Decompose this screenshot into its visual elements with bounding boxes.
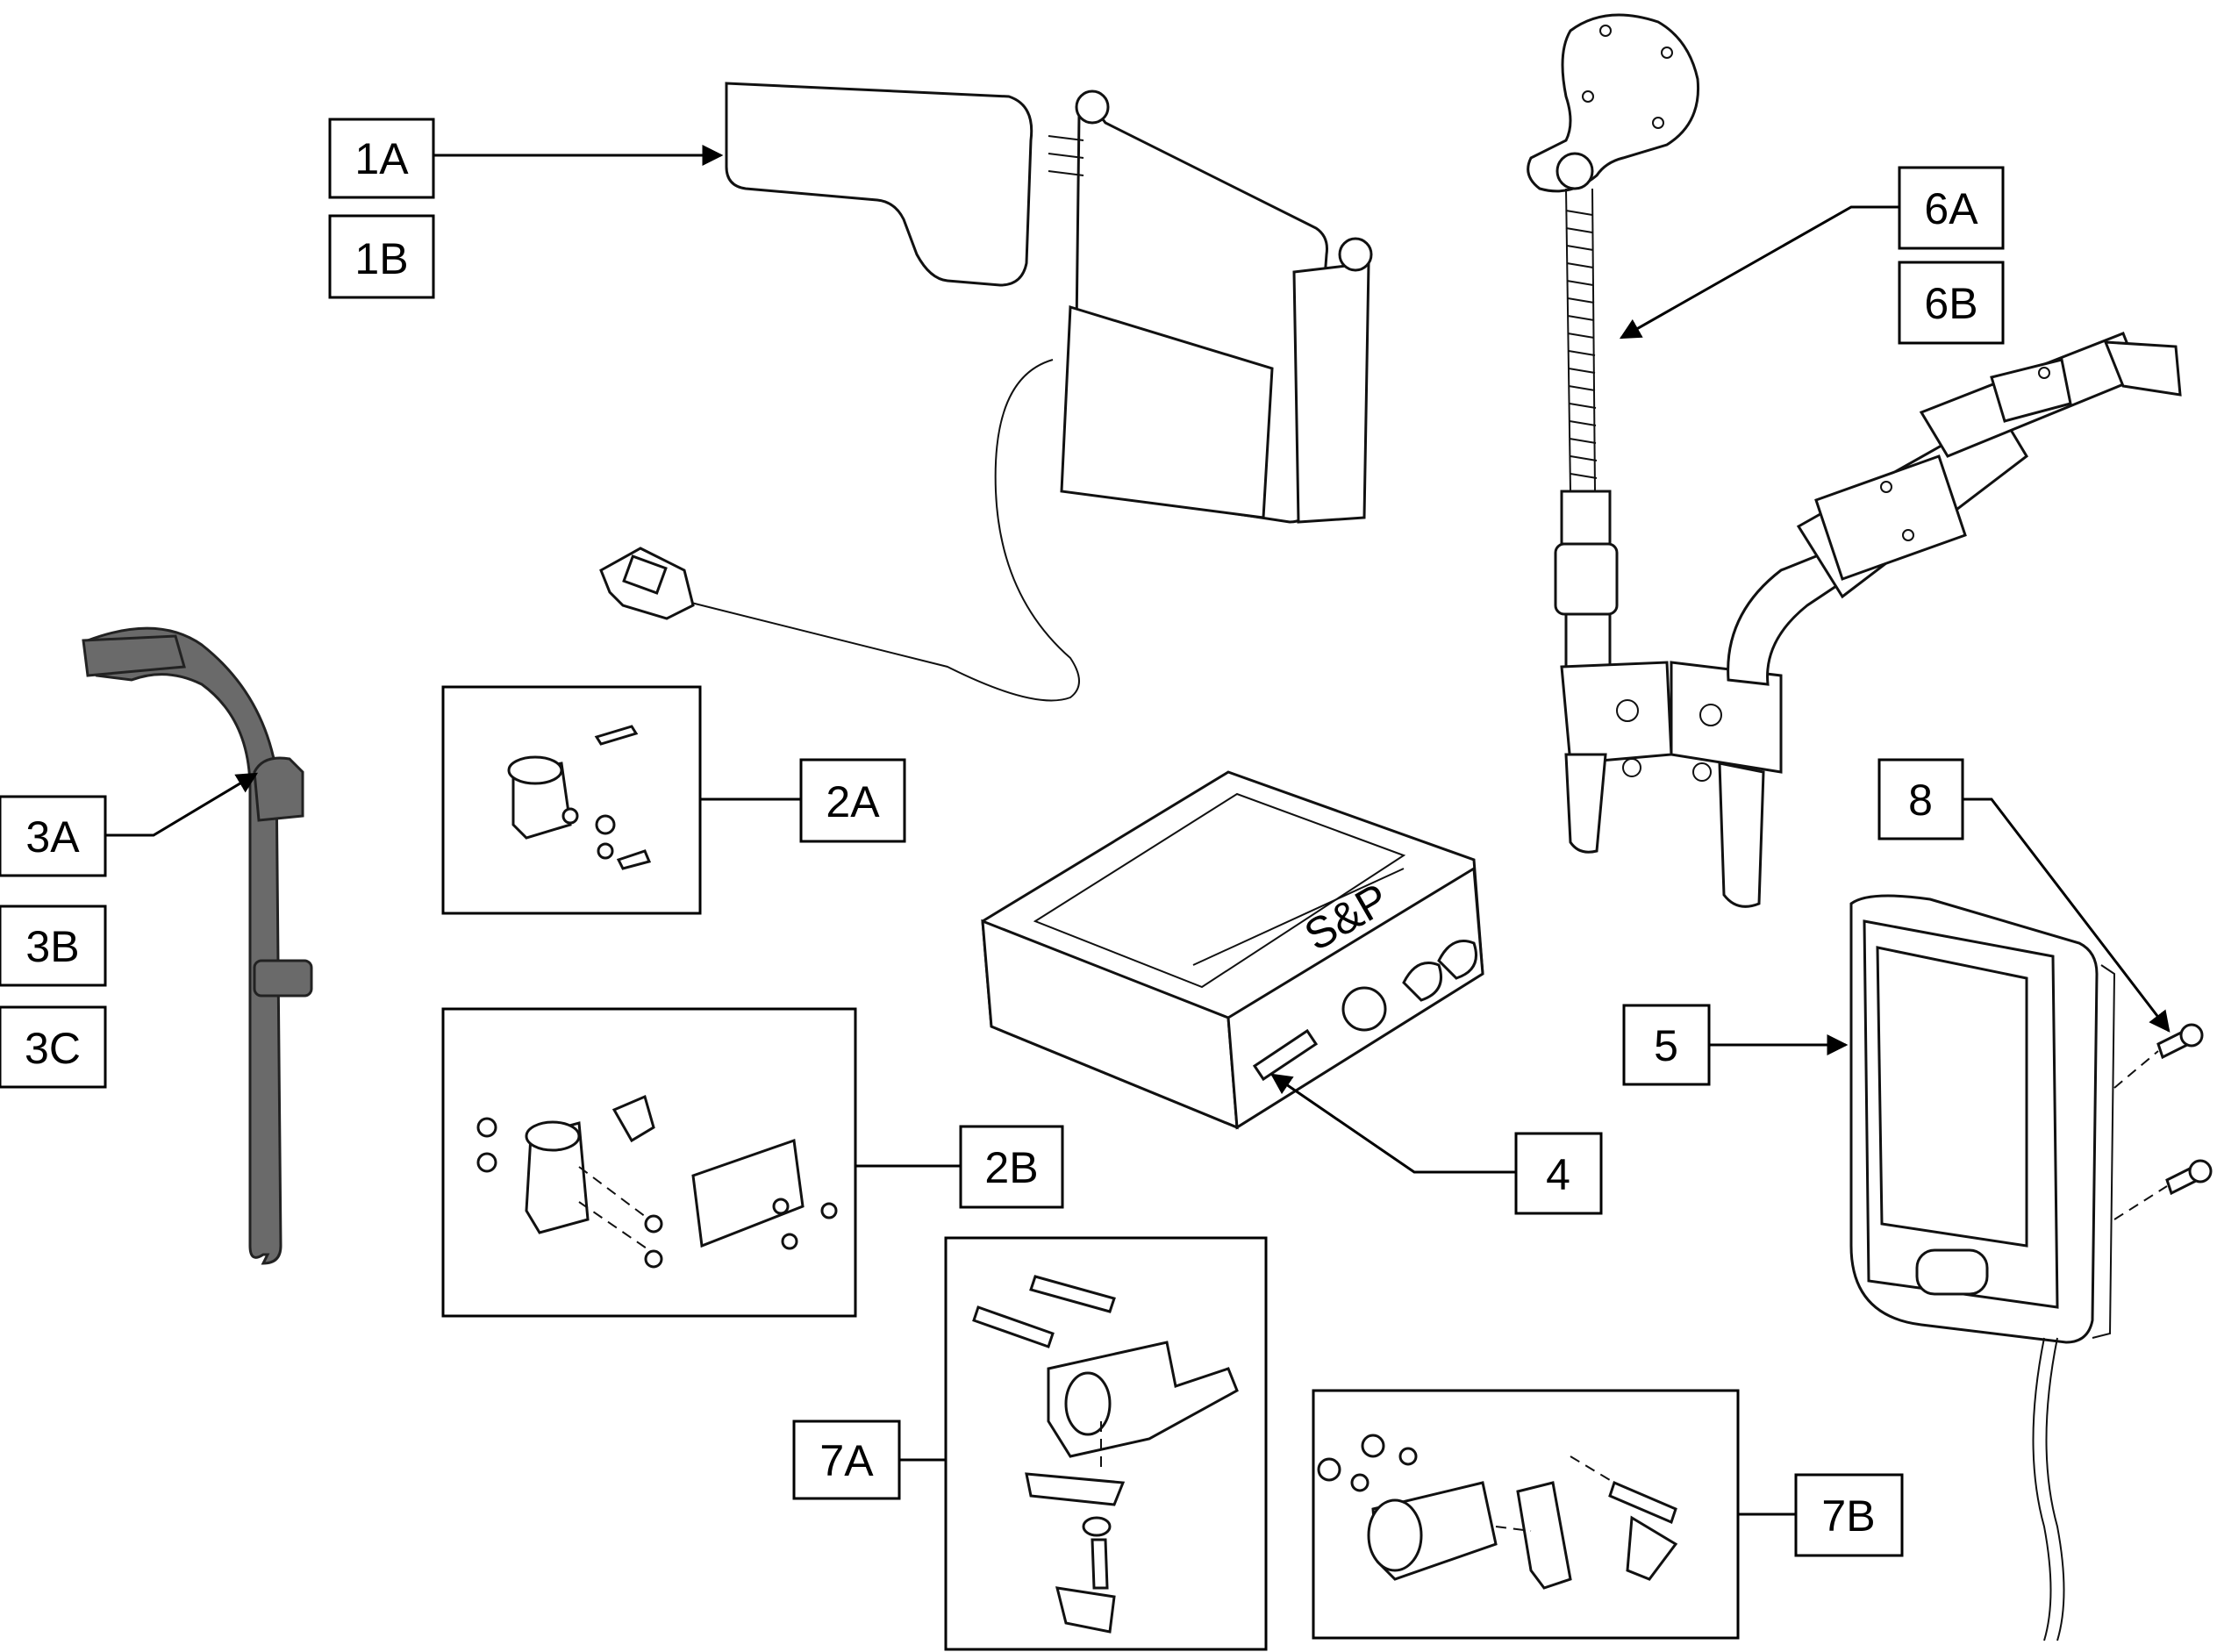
callout-1a: 1A bbox=[328, 118, 724, 199]
callout-1a-label: 1A bbox=[354, 134, 409, 183]
inset-2b-parts bbox=[476, 1094, 838, 1269]
callout-7b-label: 7B bbox=[1821, 1491, 1875, 1541]
callout-1b: 1B bbox=[328, 214, 435, 299]
callout-7b: 7B bbox=[1738, 1473, 1904, 1557]
callout-6a: 6A bbox=[1619, 166, 2005, 340]
callout-7a-label: 7A bbox=[819, 1436, 874, 1485]
part-6-gooseneck-mount bbox=[1527, 13, 2182, 908]
callout-6a-label: 6A bbox=[1924, 184, 1978, 233]
callout-1b-label: 1B bbox=[354, 234, 408, 283]
callout-5-label: 5 bbox=[1654, 1021, 1678, 1070]
part-5-display bbox=[1849, 894, 2116, 1641]
callout-2a: 2A bbox=[700, 758, 906, 843]
callout-6b-label: 6B bbox=[1924, 279, 1977, 328]
callout-4: 4 bbox=[1270, 1073, 1603, 1215]
callout-6b: 6B bbox=[1898, 261, 2005, 345]
callout-8: 8 bbox=[1877, 758, 2171, 1033]
inset-7a-frame bbox=[944, 1236, 1268, 1651]
callout-3a: 3A bbox=[0, 772, 259, 877]
callout-4-label: 4 bbox=[1546, 1150, 1570, 1199]
callout-3a-label: 3A bbox=[25, 812, 80, 862]
inset-7b-parts bbox=[1317, 1434, 1678, 1590]
callout-5: 5 bbox=[1622, 1004, 1849, 1086]
callout-2a-label: 2A bbox=[826, 777, 880, 826]
callout-3b: 3B bbox=[0, 905, 107, 987]
inset-2b-frame bbox=[441, 1007, 857, 1318]
callout-2b-label: 2B bbox=[984, 1143, 1038, 1192]
inset-2a-frame bbox=[441, 685, 702, 915]
callout-3c-label: 3C bbox=[25, 1024, 81, 1073]
inset-7a-parts bbox=[972, 1275, 1239, 1634]
part-4-controller: S&P bbox=[981, 770, 1484, 1130]
callout-3c: 3C bbox=[0, 1005, 107, 1089]
part-3-handle bbox=[82, 626, 313, 1265]
callout-8-label: 8 bbox=[1908, 776, 1933, 825]
callout-7a: 7A bbox=[792, 1420, 946, 1500]
callout-3b-label: 3B bbox=[25, 922, 79, 971]
inset-2a-parts bbox=[507, 725, 652, 870]
part-8-screws bbox=[2113, 1023, 2213, 1220]
part-1-armrest-pad bbox=[599, 82, 1373, 702]
callout-2b: 2B bbox=[855, 1125, 1064, 1209]
